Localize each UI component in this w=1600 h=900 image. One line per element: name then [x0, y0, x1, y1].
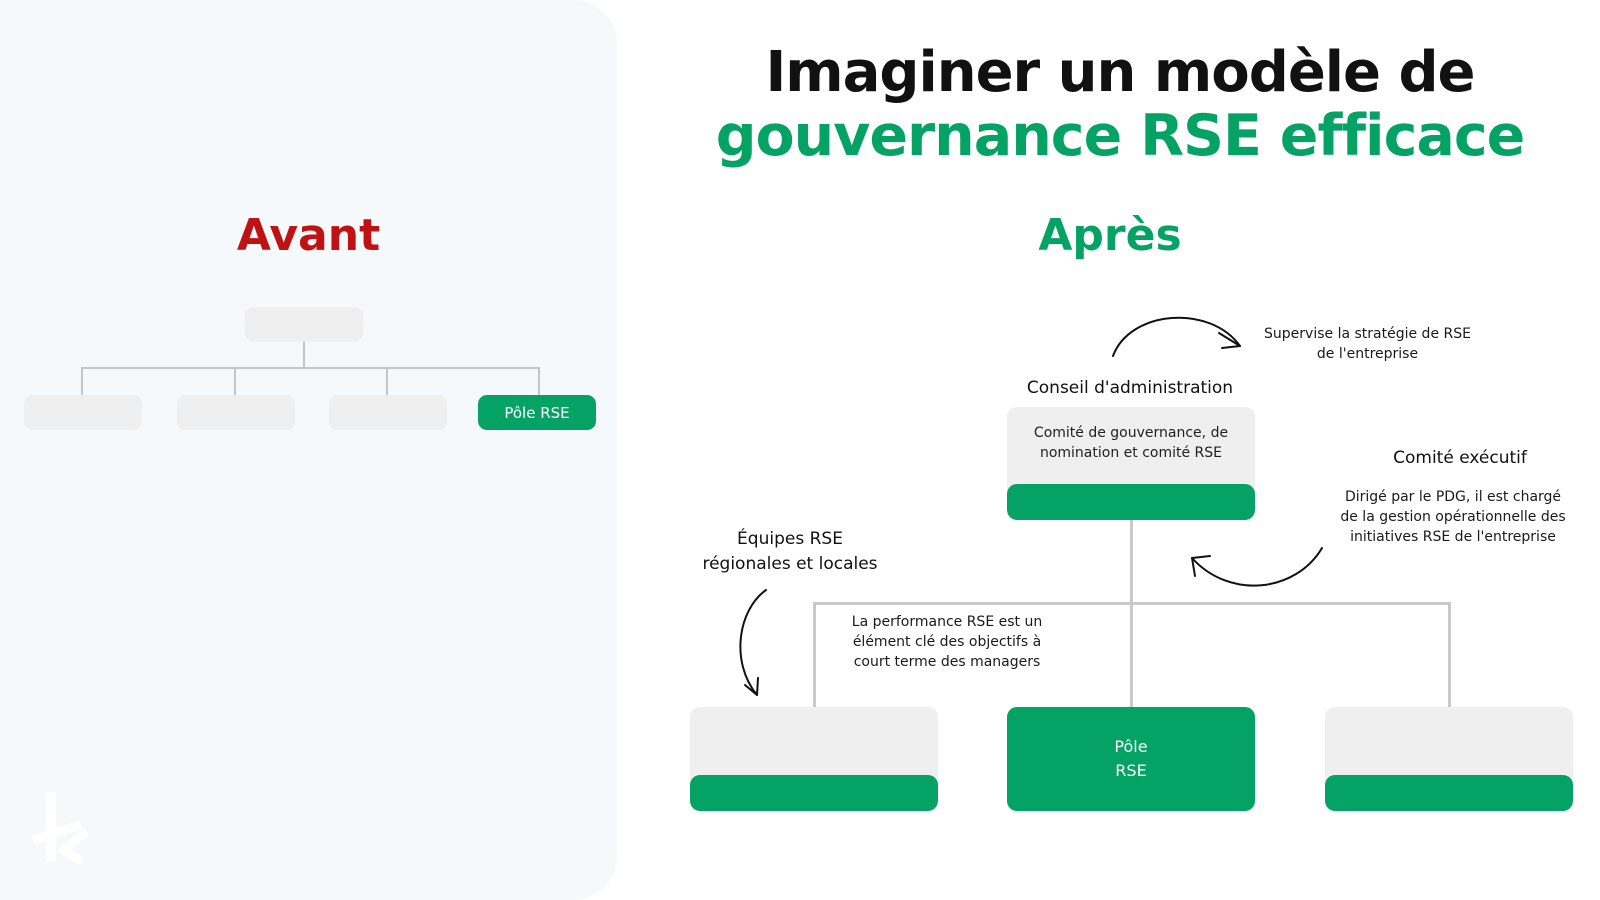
avant-connector-horizontal	[81, 367, 540, 369]
comite-executif-label: Comité exécutif	[1393, 448, 1527, 468]
pole-rse-line1: Pôle	[1114, 737, 1148, 756]
avant-node-2	[177, 395, 295, 430]
comite-executif-card-bar	[1325, 775, 1573, 811]
avant-node-3	[329, 395, 447, 430]
dirige-note: Dirigé par le PDG, il est chargé de la g…	[1340, 489, 1566, 545]
page-title-line2: gouvernance RSE efficace	[715, 103, 1526, 169]
curved-arrow-icon	[739, 589, 767, 696]
curved-arrow-icon	[744, 677, 759, 696]
avant-connector-drop-4	[538, 367, 540, 395]
equipes-rse-card	[690, 707, 938, 811]
curved-arrow-icon	[1191, 555, 1211, 577]
conseil-administration-label: Conseil d'administration	[1026, 378, 1234, 398]
apres-connector-right-drop	[1448, 602, 1451, 707]
avant-connector-drop-3	[386, 367, 388, 395]
page-title-line1: Imaginer un modèle de	[765, 40, 1475, 105]
brand-logo-icon	[32, 792, 89, 865]
pole-rse-line2: RSE	[1115, 761, 1147, 780]
avant-node-1	[24, 395, 142, 430]
avant-connector-drop-2	[234, 367, 236, 395]
equipes-card-bar	[690, 775, 938, 811]
apres-connector-main-vertical	[1130, 520, 1133, 707]
supervise-note: Supervise la stratégie de RSE de l'entre…	[1264, 326, 1471, 362]
apres-heading: Après	[1038, 210, 1182, 261]
equipes-rse-label: Équipes RSE régionales et locales	[702, 529, 878, 574]
conseil-administration-card: Comité de gouvernance, de nomination et …	[1007, 407, 1255, 520]
apres-pole-rse-node: Pôle RSE	[1007, 707, 1255, 811]
comite-executif-card	[1325, 707, 1573, 811]
avant-heading: Avant	[236, 210, 381, 261]
curved-arrow-icon	[1218, 332, 1241, 349]
curved-arrow-icon	[1112, 316, 1241, 357]
avant-top-node	[245, 307, 363, 342]
apres-connector-left-drop	[813, 602, 816, 707]
avant-connector-vertical	[303, 342, 305, 369]
curved-arrow-icon	[1191, 547, 1323, 587]
avant-pole-rse-node: Pôle RSE	[478, 395, 596, 430]
performance-note: La performance RSE est un élément clé de…	[851, 614, 1043, 670]
avant-connector-drop-1	[81, 367, 83, 395]
conseil-card-bar	[1007, 484, 1255, 520]
comite-gouvernance-text: Comité de gouvernance, de nomination et …	[1033, 425, 1229, 461]
avant-panel	[0, 0, 617, 900]
apres-connector-horizontal	[813, 602, 1451, 605]
